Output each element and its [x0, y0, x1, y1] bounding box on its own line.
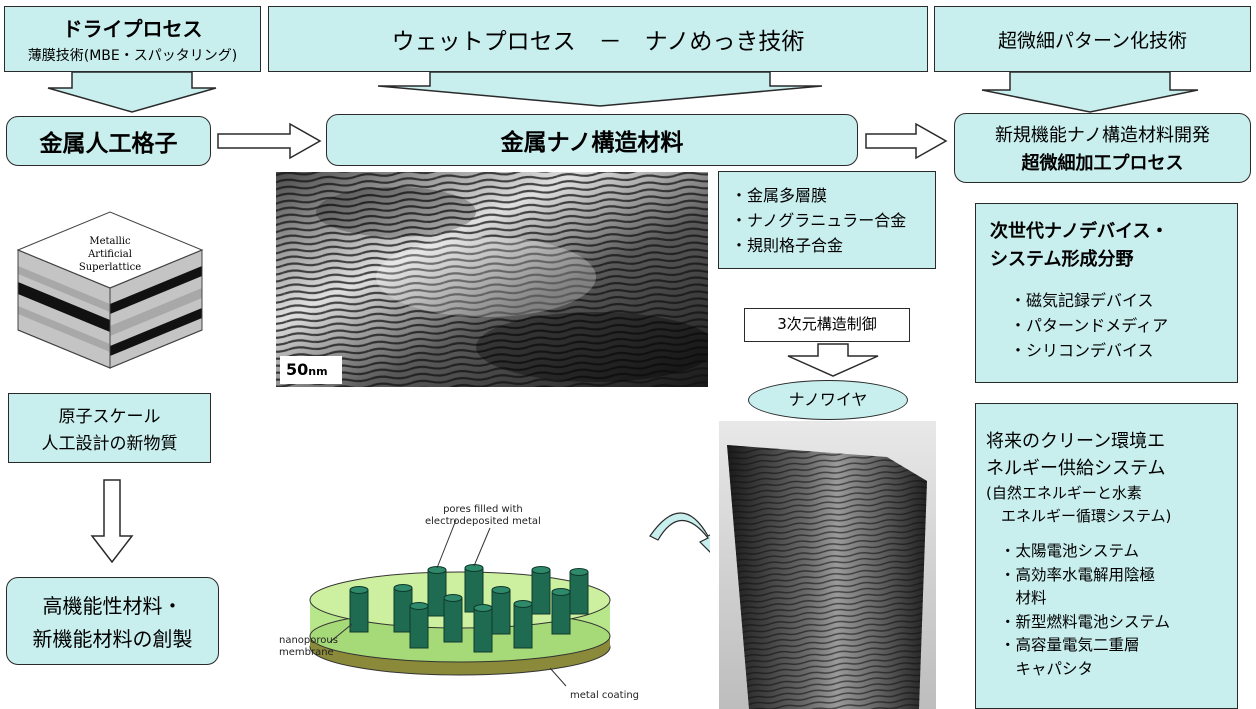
tem-micrograph: 50nm: [276, 172, 708, 387]
nanowire-texture: [719, 421, 936, 709]
clean-energy-item-1: ・太陽電池システム: [1000, 542, 1140, 560]
cube-label-1: Metallic: [89, 236, 131, 247]
top-arrows: [47, 71, 1199, 113]
material-item-3: ・規則格子合金: [731, 235, 844, 255]
nano-device-title-1: 次世代ナノデバイス・: [990, 221, 1169, 242]
membrane-label-1: nanoporous: [279, 635, 338, 646]
nano-device-box: 次世代ナノデバイス・ システム形成分野 ・磁気記録デバイス ・パターンドメディア…: [975, 203, 1238, 383]
atomic-scale-line2: 人工設計の新物質: [41, 434, 178, 454]
materials-box: ・金属多層膜 ・ナノグラニュラー合金 ・規則格子合金: [718, 171, 936, 269]
pore-cylinders: [349, 564, 589, 653]
material-item-2: ・ナノグラニュラー合金: [731, 210, 907, 230]
metal-nanostructure-box: 金属ナノ構造材料: [326, 114, 858, 166]
clean-energy-sub-2: エネルギー循環システム): [986, 507, 1172, 525]
pores-label-1: pores filled with: [443, 504, 523, 515]
right-arrow-2: [865, 122, 948, 160]
cube-label-3: Superlattice: [79, 262, 141, 273]
membrane-label: nanoporous membrane: [279, 635, 338, 659]
membrane-label-2: membrane: [279, 647, 334, 658]
cube-left-stripes: [18, 266, 110, 352]
clean-energy-item-2: ・高効率水電解用陰極: [1000, 565, 1156, 584]
clean-energy-sub-1: (自然エネルギーと水素: [986, 484, 1142, 502]
right-arrows: [217, 122, 948, 160]
cube-label-2: Artificial: [87, 249, 132, 260]
metal-superlattice-label: 金属人工格子: [39, 131, 178, 157]
curved-arrow: [649, 512, 710, 553]
clean-energy-box: 将来のクリーン環境エ ネルギー供給システム (自然エネルギーと水素 エネルギー循…: [975, 403, 1238, 709]
wet-process-title: ウェットプロセス － ナノめっき技術: [391, 29, 805, 55]
new-function-line2: 超微細加工プロセス: [1021, 153, 1184, 174]
metal-nanostructure-label: 金属ナノ構造材料: [500, 130, 684, 156]
cube-right-stripes: [110, 266, 202, 356]
dry-process-subtitle: 薄膜技術(MBE・スパッタリング): [27, 48, 238, 64]
fine-pattern-box: 超微細パターン化技術: [934, 6, 1251, 72]
clean-energy-title-2: ネルギー供給システム: [986, 458, 1166, 479]
fine-pattern-title: 超微細パターン化技術: [997, 29, 1188, 52]
clean-energy-title-1: 将来のクリーン環境エ: [986, 431, 1166, 452]
clean-energy-item-5: ・高容量電気二重層: [1000, 636, 1140, 654]
down-arrow-dry: [47, 71, 217, 113]
material-creation-line2: 新機能材料の創製: [32, 627, 193, 651]
pores-label-2: electrodeposited metal: [425, 516, 541, 527]
down-arrow-fine: [981, 71, 1199, 113]
nano-device-item-1: ・磁気記録デバイス: [1010, 291, 1154, 310]
clean-energy-item-3: 材料: [1000, 589, 1047, 607]
structure-control-box: 3次元構造制御: [744, 308, 910, 342]
structure-control-label: 3次元構造制御: [777, 315, 877, 333]
clean-energy-item-6: キャパシタ: [1000, 659, 1094, 678]
tem-scale-value: 50: [286, 360, 309, 379]
new-function-box: 新規機能ナノ構造材料開発 超微細加工プロセス: [954, 113, 1251, 183]
superlattice-cube: Metallic Artificial Superlattice: [16, 211, 204, 369]
metal-superlattice-box: 金属人工格子: [6, 116, 211, 166]
nanowire-micrograph: [719, 421, 936, 709]
clean-energy-item-4: ・新型燃料電池システム: [1000, 612, 1171, 631]
wet-process-box: ウェットプロセス － ナノめっき技術: [268, 6, 928, 72]
nanowire-label: ナノワイヤ: [788, 390, 868, 409]
atomic-scale-line1: 原子スケール: [58, 407, 161, 427]
dry-process-box: ドライプロセス 薄膜技術(MBE・スパッタリング): [4, 6, 261, 72]
material-creation-box: 高機能性材料・ 新機能材料の創製: [6, 577, 219, 665]
control-down-arrow: [787, 343, 879, 377]
nano-device-item-3: ・シリコンデバイス: [1010, 341, 1154, 360]
nano-device-title-2: システム形成分野: [990, 249, 1134, 270]
nanowire-oval: ナノワイヤ: [748, 380, 908, 420]
coating-label: metal coating: [570, 690, 639, 702]
tem-scale-unit: nm: [308, 365, 328, 378]
material-item-1: ・金属多層膜: [731, 185, 828, 205]
down-arrow-wet: [377, 71, 823, 107]
atomic-scale-box: 原子スケール 人工設計の新物質: [8, 393, 211, 463]
nano-device-item-2: ・パターンドメディア: [1010, 316, 1169, 335]
tem-scale-box: 50nm: [280, 356, 342, 384]
new-function-line1: 新規機能ナノ構造材料開発: [994, 125, 1211, 146]
dry-process-title: ドライプロセス: [62, 17, 203, 41]
down-outline-arrow: [90, 479, 134, 564]
coating-label-text: metal coating: [570, 690, 640, 701]
material-creation-line1: 高機能性材料・: [42, 594, 183, 618]
right-arrow-1: [217, 122, 322, 160]
tem-texture: [276, 172, 708, 387]
membrane-diagram: [309, 512, 710, 687]
pores-label: pores filled with electrodeposited metal: [425, 504, 541, 528]
